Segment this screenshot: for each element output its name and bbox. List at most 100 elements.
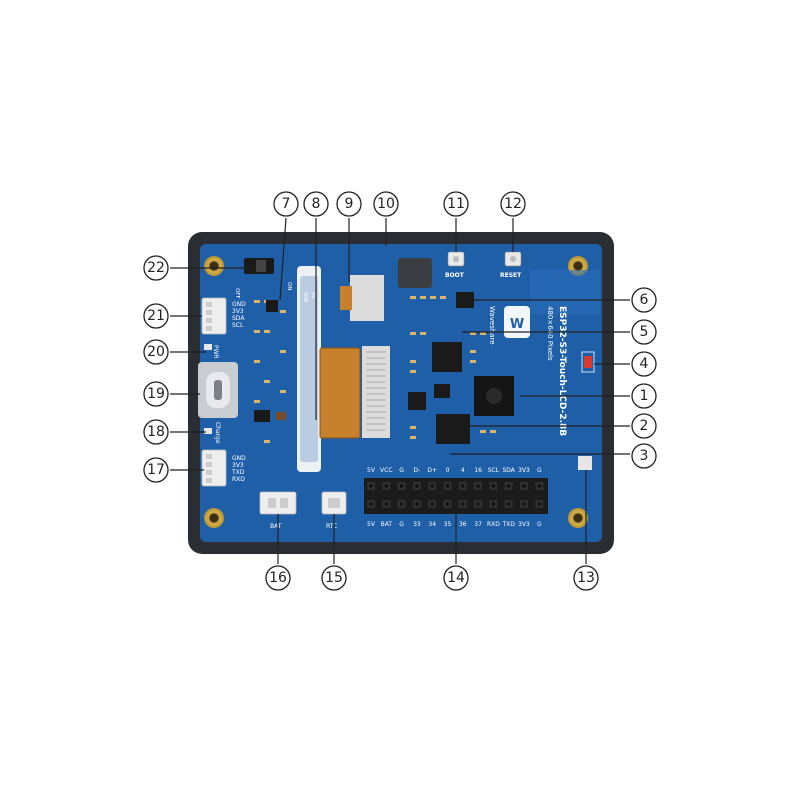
callout-18: 18	[143, 419, 169, 445]
charge-ic	[254, 410, 270, 422]
callout-number: 10	[377, 196, 395, 212]
charge-label: Charge	[214, 422, 221, 444]
callout-number: 7	[282, 196, 291, 212]
callout-7: 7	[273, 191, 299, 217]
tf-pin-1: SDA	[302, 292, 308, 303]
callout-9: 9	[336, 191, 362, 217]
header-bottom-label: 37	[474, 521, 482, 528]
gpio-header-pins	[367, 482, 544, 508]
callout-1: 1	[631, 383, 657, 409]
callout-11: 11	[443, 191, 469, 217]
callout-number: 17	[147, 462, 165, 478]
header-top-label: G	[399, 467, 404, 474]
callout-10: 10	[373, 191, 399, 217]
port17-pin-3: RXD	[232, 476, 245, 483]
switch-off-label: OFF	[234, 288, 240, 299]
battery-connector[interactable]	[259, 491, 297, 515]
callout-number: 11	[447, 196, 465, 212]
reset-label: RESET	[500, 272, 522, 279]
small-ic-6	[456, 292, 474, 308]
port17-pin-2: TXD	[231, 469, 245, 476]
uart-connector[interactable]	[201, 449, 227, 487]
callout-20: 20	[143, 339, 169, 365]
svg-text:W: W	[510, 317, 524, 332]
brand-text: Waveshare	[488, 306, 496, 345]
charge-led	[204, 428, 212, 434]
header-top-label: 3V3	[518, 467, 530, 474]
callout-number: 18	[147, 424, 165, 440]
header-bottom-label: 35	[444, 521, 452, 528]
port21-pin-0: GND	[232, 301, 246, 308]
speaker-pad	[398, 258, 432, 288]
callout-14: 14	[443, 565, 469, 591]
callout-2: 2	[631, 413, 657, 439]
callout-number: 2	[640, 418, 649, 434]
callout-number: 5	[640, 324, 649, 340]
pwr-label: PWR	[212, 345, 219, 359]
waveshare-logo: W	[504, 306, 530, 338]
callout-13: 13	[573, 565, 599, 591]
header-bottom-label: 5V	[367, 521, 376, 528]
model-text: ESP32-S3-Touch-LCD-2.8B	[557, 306, 567, 436]
callout-number: 6	[640, 292, 649, 308]
boot-label: BOOT	[445, 272, 465, 279]
tf-pin-0: NC	[310, 292, 316, 300]
psram-chip-2	[436, 414, 470, 444]
callout-4: 4	[631, 351, 657, 377]
callout-number: 8	[312, 196, 321, 212]
small-ic-3	[434, 384, 450, 398]
header-bottom-label: 36	[459, 521, 467, 528]
callout-number: 20	[147, 344, 165, 360]
header-top-label: D-	[414, 467, 421, 474]
callout-6: 6	[631, 287, 657, 313]
callout-17: 17	[143, 457, 169, 483]
header-top-label: 5V	[367, 467, 376, 474]
callout-16: 16	[265, 565, 291, 591]
callout-number: 9	[345, 196, 354, 212]
callout-3: 3	[631, 443, 657, 469]
mounting-hole	[568, 508, 588, 528]
header-bottom-label: G	[537, 521, 542, 528]
i2c-connector[interactable]	[201, 297, 227, 335]
header-top-label: 16	[474, 467, 482, 474]
port17-pin-0: GND	[232, 455, 246, 462]
header-bottom-label: 34	[428, 521, 436, 528]
callout-22: 22	[143, 255, 169, 281]
callout-number: 22	[147, 260, 165, 276]
callout-19: 19	[143, 381, 169, 407]
callout-15: 15	[321, 565, 347, 591]
header-bottom-label: 33	[413, 521, 421, 528]
header-top-label: 4	[461, 467, 465, 474]
port21-pin-2: SDA	[232, 315, 245, 322]
lcd-fpc-connector	[362, 346, 390, 438]
header-top-label: SDA	[502, 467, 515, 474]
header-bottom-label: 3V3	[518, 521, 530, 528]
rtc-label: RTC	[326, 523, 337, 530]
header-bottom-label: RXD	[487, 521, 500, 528]
mounting-hole	[204, 508, 224, 528]
header-bottom-label: BAT	[381, 521, 393, 528]
port21-pin-3: SCL	[232, 322, 244, 329]
callout-number: 21	[147, 308, 165, 324]
callout-number: 19	[147, 386, 165, 402]
callout-21: 21	[143, 303, 169, 329]
header-top-label: SCL	[488, 467, 500, 474]
mic-component	[578, 456, 592, 470]
port17-pin-1: 3V3	[232, 462, 244, 469]
callout-8: 8	[303, 191, 329, 217]
callout-number: 12	[504, 196, 522, 212]
ic-left-chip	[408, 392, 426, 410]
mounting-hole	[204, 256, 224, 276]
callout-number: 15	[325, 570, 343, 586]
header-top-label: G	[537, 467, 542, 474]
callout-5: 5	[631, 319, 657, 345]
callout-12: 12	[500, 191, 526, 217]
switch-on-label: ON	[286, 282, 292, 290]
ic-5	[432, 342, 462, 372]
display-fpc-ribbon	[320, 348, 360, 438]
resolution-text: 480×640 Pixels	[546, 306, 554, 361]
callout-number: 3	[640, 448, 649, 464]
